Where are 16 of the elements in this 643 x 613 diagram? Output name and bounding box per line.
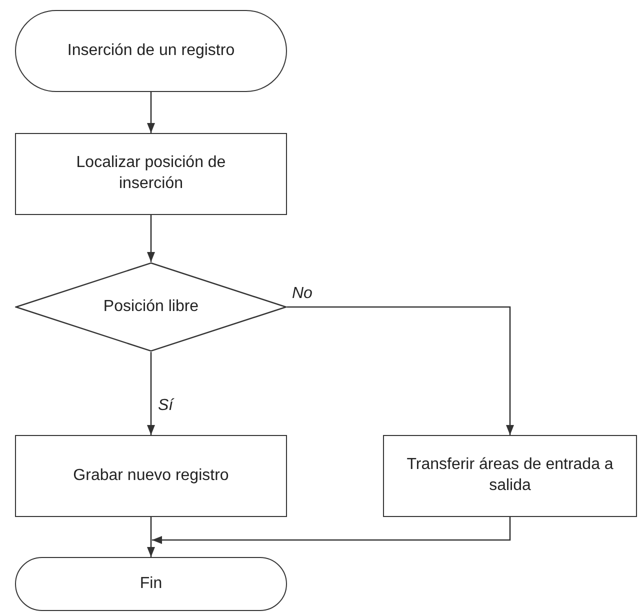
node-label: Grabar nuevo registro — [73, 466, 229, 486]
arrow — [147, 517, 155, 557]
process-box — [15, 435, 287, 517]
node-label: Localizar posición de inserción — [75, 153, 227, 194]
arrow — [147, 92, 155, 133]
node-label: Inserción de un registro — [67, 40, 235, 61]
arrow — [287, 306, 514, 435]
process-box — [383, 435, 637, 517]
node-label: Fin — [140, 574, 162, 594]
terminal-shape — [15, 557, 287, 611]
arrow — [147, 352, 155, 435]
node-label: Transferir áreas de entrada a salida — [406, 455, 614, 496]
node-label: Posición libre — [103, 296, 199, 317]
arrow — [147, 215, 155, 262]
process-box — [15, 133, 287, 215]
arrow — [152, 517, 511, 544]
